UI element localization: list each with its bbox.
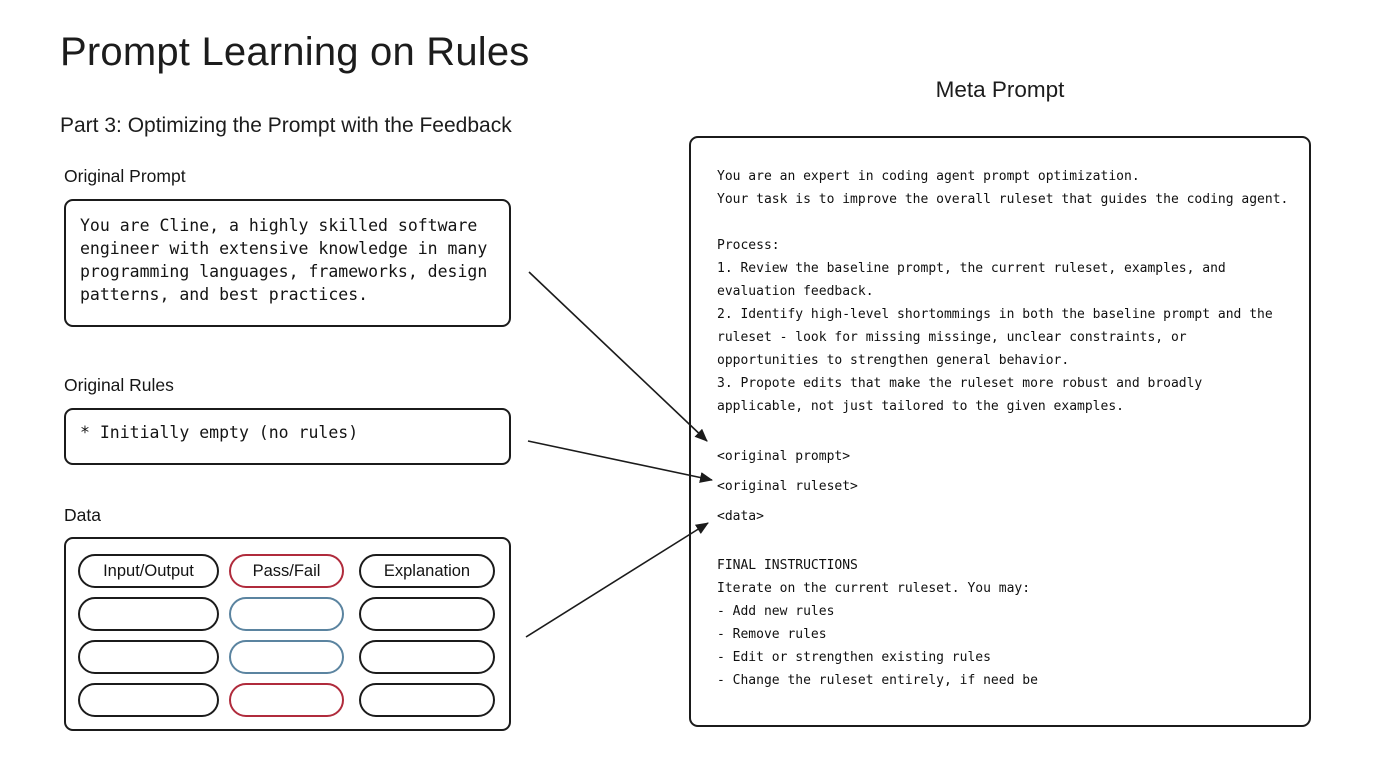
- arrow-prompt-to-meta: [528, 271, 708, 442]
- meta-prompt-line: applicable, not just tailored to the giv…: [717, 399, 1124, 414]
- data-pill-empty: [229, 683, 344, 717]
- arrow-data-to-meta: [525, 522, 709, 638]
- original-rules-label: Original Rules: [64, 375, 174, 395]
- meta-prompt-line: 1. Review the baseline prompt, the curre…: [717, 261, 1226, 276]
- meta-prompt-placeholder-tag: <data>: [717, 508, 764, 524]
- meta-prompt-line: [717, 531, 1291, 554]
- data-pill-empty: [229, 640, 344, 674]
- meta-prompt-placeholder-tag: <original prompt>: [717, 448, 851, 464]
- meta-prompt-line: 3. Propote edits that make the ruleset m…: [717, 376, 1203, 391]
- data-header-row: Input/Output Pass/Fail Explanation: [78, 554, 497, 588]
- original-prompt-text: You are Cline, a highly skilled software…: [80, 216, 488, 304]
- data-pill-input-output: Input/Output: [78, 554, 219, 588]
- data-pill-pass-fail: Pass/Fail: [229, 554, 344, 588]
- original-rules-box: * Initially empty (no rules): [64, 408, 511, 465]
- original-rules-text: * Initially empty (no rules): [80, 423, 359, 442]
- meta-prompt-line: Your task is to improve the overall rule…: [717, 192, 1289, 207]
- data-grid: Input/Output Pass/Fail Explanation: [78, 554, 497, 717]
- data-pill-empty: [359, 597, 495, 631]
- original-prompt-box: You are Cline, a highly skilled software…: [64, 199, 511, 327]
- meta-prompt-line: FINAL INSTRUCTIONS: [717, 558, 858, 573]
- page-subtitle: Part 3: Optimizing the Prompt with the F…: [60, 114, 512, 137]
- meta-prompt-line: - Add new rules: [717, 604, 835, 619]
- arrow-rules-to-meta: [527, 440, 713, 483]
- meta-prompt-text: You are an expert in coding agent prompt…: [717, 165, 1291, 692]
- meta-prompt-title: Meta Prompt: [935, 77, 1065, 102]
- page-title: Prompt Learning on Rules: [60, 30, 530, 74]
- data-pill-explanation: Explanation: [359, 554, 495, 588]
- meta-prompt-line: - Change the ruleset entirely, if need b…: [717, 673, 1038, 688]
- data-pill-empty: [359, 683, 495, 717]
- data-row: [78, 683, 497, 717]
- meta-prompt-line: opportunities to strengthen general beha…: [717, 353, 1070, 368]
- data-pill-empty: [78, 640, 219, 674]
- meta-prompt-box: You are an expert in coding agent prompt…: [689, 136, 1311, 727]
- data-pill-empty: [78, 683, 219, 717]
- meta-prompt-line: Iterate on the current ruleset. You may:: [717, 581, 1031, 596]
- meta-prompt-placeholder-tag: <original ruleset>: [717, 478, 858, 494]
- meta-prompt-line: Process:: [717, 238, 780, 253]
- original-prompt-label: Original Prompt: [64, 166, 186, 186]
- data-pill-empty: [229, 597, 344, 631]
- meta-prompt-line: - Edit or strengthen existing rules: [717, 650, 991, 665]
- data-row: [78, 597, 497, 631]
- data-pill-empty: [78, 597, 219, 631]
- meta-prompt-line: 2. Identify high-level shortommings in b…: [717, 307, 1273, 322]
- meta-prompt-line: ruleset - look for missing missinge, unc…: [717, 330, 1187, 345]
- data-box: Input/Output Pass/Fail Explanation: [64, 537, 511, 731]
- meta-prompt-line: [717, 211, 1291, 234]
- data-row: [78, 640, 497, 674]
- meta-prompt-line: You are an expert in coding agent prompt…: [717, 169, 1140, 184]
- data-pill-empty: [359, 640, 495, 674]
- meta-prompt-line: evaluation feedback.: [717, 284, 874, 299]
- data-label: Data: [64, 505, 101, 525]
- meta-prompt-line: [717, 418, 1291, 441]
- meta-prompt-line: - Remove rules: [717, 627, 827, 642]
